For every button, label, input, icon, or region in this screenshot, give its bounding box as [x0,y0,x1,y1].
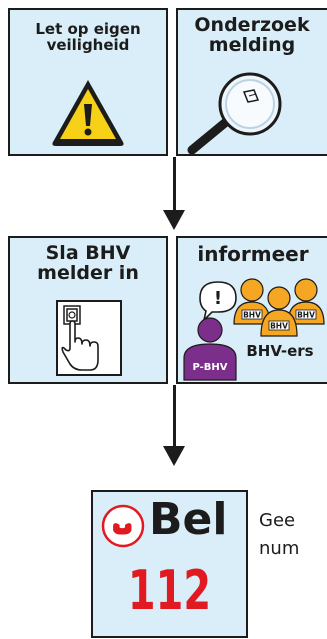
card-investigate: Onderzoek melding [176,8,327,156]
call-note: Gee num [259,507,299,563]
card-safety-title: Let op eigen veiligheid [10,20,166,54]
card-call: Bel 112 [91,490,248,638]
bhv-badge-label-2: BHV [297,311,315,320]
card-press-alarm-title-line-2: melder in [37,261,139,284]
bhv-ers-label: BHV-ers [246,342,313,360]
card-inform: informeer ! BHV BHV BHV P-BHV BHV-ers [176,236,327,384]
card-safety-title-line-1: Let op eigen [35,20,141,38]
flow-arrow-line-1 [173,157,176,212]
bhv-badge-label-3: BHV [270,322,288,331]
card-inform-title: informeer [197,242,309,266]
card-investigate-title-line-1: Onderzoek [194,14,310,36]
call-title: Bel [149,494,228,545]
p-bhv-label: P-BHV [192,362,227,373]
warning-triangle-icon [52,80,124,146]
card-investigate-title-line-2: melding [208,33,296,56]
magnifier-icon [187,72,282,154]
call-note-line-2: num [259,537,300,559]
flow-arrow-line-2 [173,385,176,447]
card-safety-title-line-2: veiligheid [46,35,130,54]
speech-bubble-mark: ! [214,288,222,309]
emergency-number: 112 [127,559,212,622]
bhv-badge-label-1: BHV [243,311,261,320]
call-note-line-1: Gee [259,510,296,531]
flow-arrow-head-1 [163,210,185,230]
card-investigate-title: Onderzoek melding [178,14,326,56]
phone-icon [101,504,145,548]
card-safety: Let op eigen veiligheid [8,8,168,156]
card-press-alarm-title: Sla BHV melder in [10,242,166,284]
flow-arrow-head-2 [163,446,185,466]
people-group-icon: ! BHV BHV BHV P-BHV BHV-ers [183,278,325,381]
card-press-alarm: Sla BHV melder in [8,236,168,384]
speech-bubble-icon [199,281,237,323]
card-press-alarm-title-line-1: Sla BHV [45,242,131,264]
alarm-button-icon [56,300,122,376]
